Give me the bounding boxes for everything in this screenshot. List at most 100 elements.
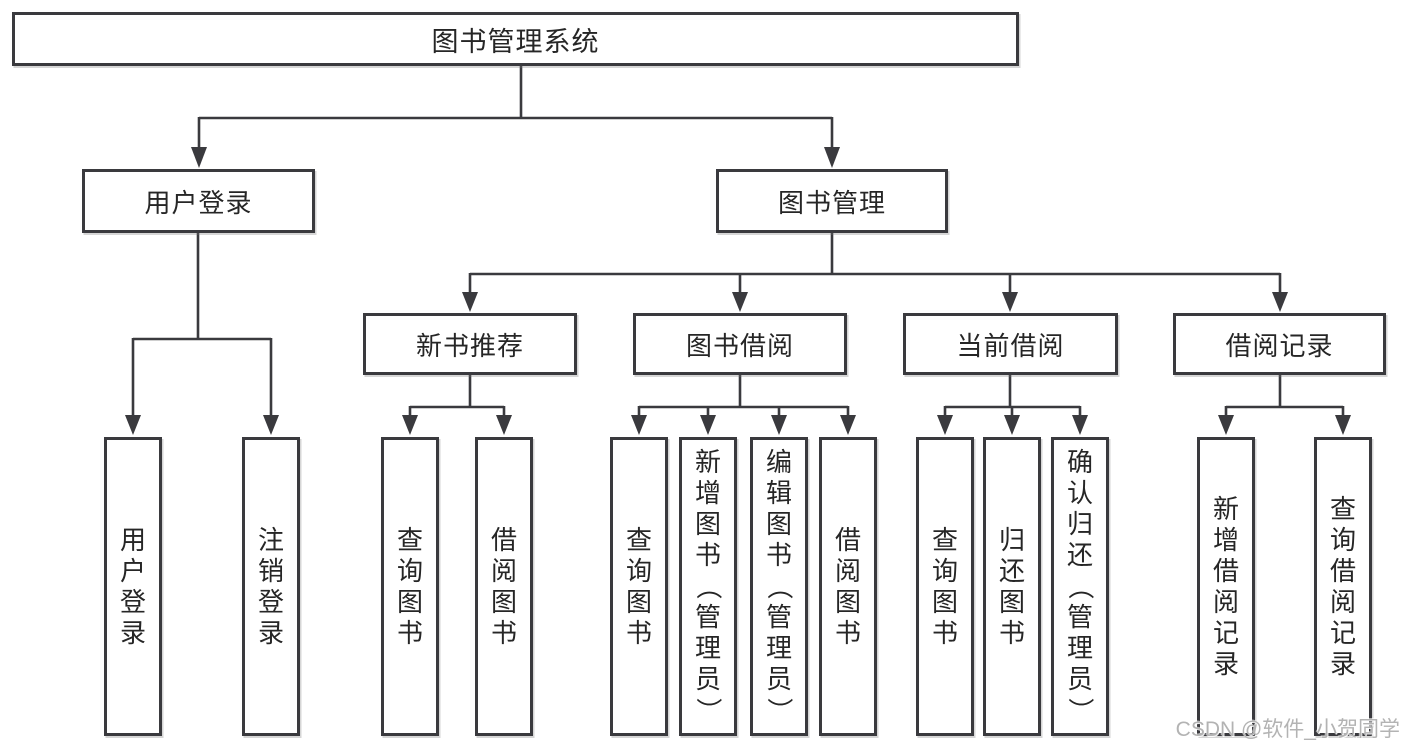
vertical-char: 辑 xyxy=(765,478,792,508)
node-label: 借阅记录 xyxy=(1225,330,1334,361)
vertical-char: 编 xyxy=(765,447,792,477)
node-borrow-records: 借阅记录 xyxy=(1173,313,1386,375)
node-label: 新书推荐 xyxy=(415,330,524,361)
leaf-query-books-current: 查询图书 xyxy=(916,437,974,736)
watermark: CSDN @软件_小贺同学 xyxy=(1175,718,1400,741)
vertical-char: 员 xyxy=(1066,664,1093,694)
vertical-char: 录 xyxy=(119,617,146,648)
leaf-add-book-admin: 新增图书 （管理员 ） xyxy=(679,437,737,736)
vertical-char: 书 xyxy=(694,540,721,570)
arrow-to-user-login xyxy=(191,147,207,168)
leaf-confirm-return-admin: 确认归还（管理员） xyxy=(1051,437,1109,736)
node-label: 图书借阅 xyxy=(685,330,794,361)
vertical-char: 录 xyxy=(1212,648,1239,679)
leaf-edit-book-admin: 编辑图书 （管理员 ） xyxy=(750,437,808,736)
vertical-char: 图 xyxy=(490,586,517,617)
vertical-char: 书 xyxy=(834,617,861,648)
vertical-char: 增 xyxy=(694,478,721,508)
vertical-char: 查 xyxy=(1329,493,1356,524)
vertical-char: 借 xyxy=(1212,555,1239,586)
vertical-char: 员 xyxy=(694,664,721,694)
vertical-char: ） xyxy=(693,697,724,724)
leaf-user-login: 用户登录 xyxy=(104,437,162,736)
leaf-borrow-books-recommend: 借阅图书 xyxy=(475,437,533,736)
vertical-char: 注 xyxy=(257,524,284,555)
vertical-char: 新 xyxy=(694,447,721,477)
node-label: 图书管理 xyxy=(777,187,886,218)
vertical-char: 理 xyxy=(1066,633,1093,663)
vertical-char: 图 xyxy=(694,509,721,539)
vertical-char: ） xyxy=(764,697,795,724)
vertical-char: 登 xyxy=(257,586,284,617)
vertical-char: 书 xyxy=(490,617,517,648)
vertical-char: 询 xyxy=(931,555,958,586)
vertical-char: 图 xyxy=(931,586,958,617)
vertical-char: 询 xyxy=(1329,524,1356,555)
vertical-char: 图 xyxy=(765,509,792,539)
leaf-add-borrow-record: 新增借阅记录 xyxy=(1197,437,1255,736)
node-label: 图书管理系统 xyxy=(431,26,600,57)
node-new-book-recommend: 新书推荐 xyxy=(363,313,577,375)
vertical-char: 管 xyxy=(765,602,792,632)
vertical-char: 增 xyxy=(1212,524,1239,555)
leaf-logout-login: 注销登录 xyxy=(242,437,300,736)
leaf-query-books-recommend: 查询图书 xyxy=(381,437,439,736)
vertical-char: 记 xyxy=(1329,617,1356,648)
vertical-char: 理 xyxy=(694,633,721,663)
vertical-char: 阅 xyxy=(490,555,517,586)
vertical-char: 书 xyxy=(396,617,423,648)
vertical-char: 记 xyxy=(1212,617,1239,648)
vertical-char: 查 xyxy=(625,524,652,555)
node-library-management-system: 图书管理系统 xyxy=(12,12,1019,66)
vertical-char: 书 xyxy=(625,617,652,648)
vertical-char: ） xyxy=(1065,697,1096,724)
vertical-char: （ xyxy=(1065,573,1096,600)
vertical-char: （ xyxy=(764,573,795,600)
vertical-char: 户 xyxy=(119,555,146,586)
leaf-query-borrow-record: 查询借阅记录 xyxy=(1314,437,1372,736)
vertical-char: 归 xyxy=(1066,509,1093,539)
vertical-char: 借 xyxy=(834,524,861,555)
vertical-char: 录 xyxy=(257,617,284,648)
vertical-char: 用 xyxy=(119,524,146,555)
vertical-char: 询 xyxy=(396,555,423,586)
vertical-char: 图 xyxy=(998,586,1025,617)
node-current-borrow: 当前借阅 xyxy=(903,313,1118,375)
vertical-char: 借 xyxy=(490,524,517,555)
node-book-management: 图书管理 xyxy=(716,169,948,233)
vertical-char: 图 xyxy=(834,586,861,617)
vertical-char: 阅 xyxy=(834,555,861,586)
vertical-char: 图 xyxy=(396,586,423,617)
vertical-char: （ xyxy=(693,573,724,600)
vertical-char: 询 xyxy=(625,555,652,586)
vertical-char: 阅 xyxy=(1212,586,1239,617)
vertical-char: 归 xyxy=(998,524,1025,555)
vertical-char: 借 xyxy=(1329,555,1356,586)
vertical-char: 管 xyxy=(694,602,721,632)
vertical-char: 员 xyxy=(765,664,792,694)
vertical-char: 查 xyxy=(931,524,958,555)
vertical-char: 还 xyxy=(1066,540,1093,570)
vertical-char: 录 xyxy=(1329,648,1356,679)
vertical-char: 销 xyxy=(257,555,284,586)
vertical-char: 理 xyxy=(765,633,792,663)
arrow-to-book-management xyxy=(824,147,840,168)
vertical-char: 书 xyxy=(998,617,1025,648)
vertical-char: 阅 xyxy=(1329,586,1356,617)
leaf-borrow-books: 借阅图书 xyxy=(819,437,877,736)
node-user-login: 用户登录 xyxy=(82,169,315,233)
vertical-char: 还 xyxy=(998,555,1025,586)
vertical-char: 新 xyxy=(1212,493,1239,524)
arrowheads xyxy=(125,147,1351,435)
leaf-query-books-borrow: 查询图书 xyxy=(610,437,668,736)
vertical-char: 管 xyxy=(1066,602,1093,632)
vertical-char: 书 xyxy=(765,540,792,570)
leaf-return-book: 归还图书 xyxy=(983,437,1041,736)
node-label: 用户登录 xyxy=(144,187,253,218)
vertical-char: 确 xyxy=(1066,447,1093,477)
node-label: 当前借阅 xyxy=(956,330,1065,361)
vertical-char: 书 xyxy=(931,617,958,648)
vertical-char: 登 xyxy=(119,586,146,617)
